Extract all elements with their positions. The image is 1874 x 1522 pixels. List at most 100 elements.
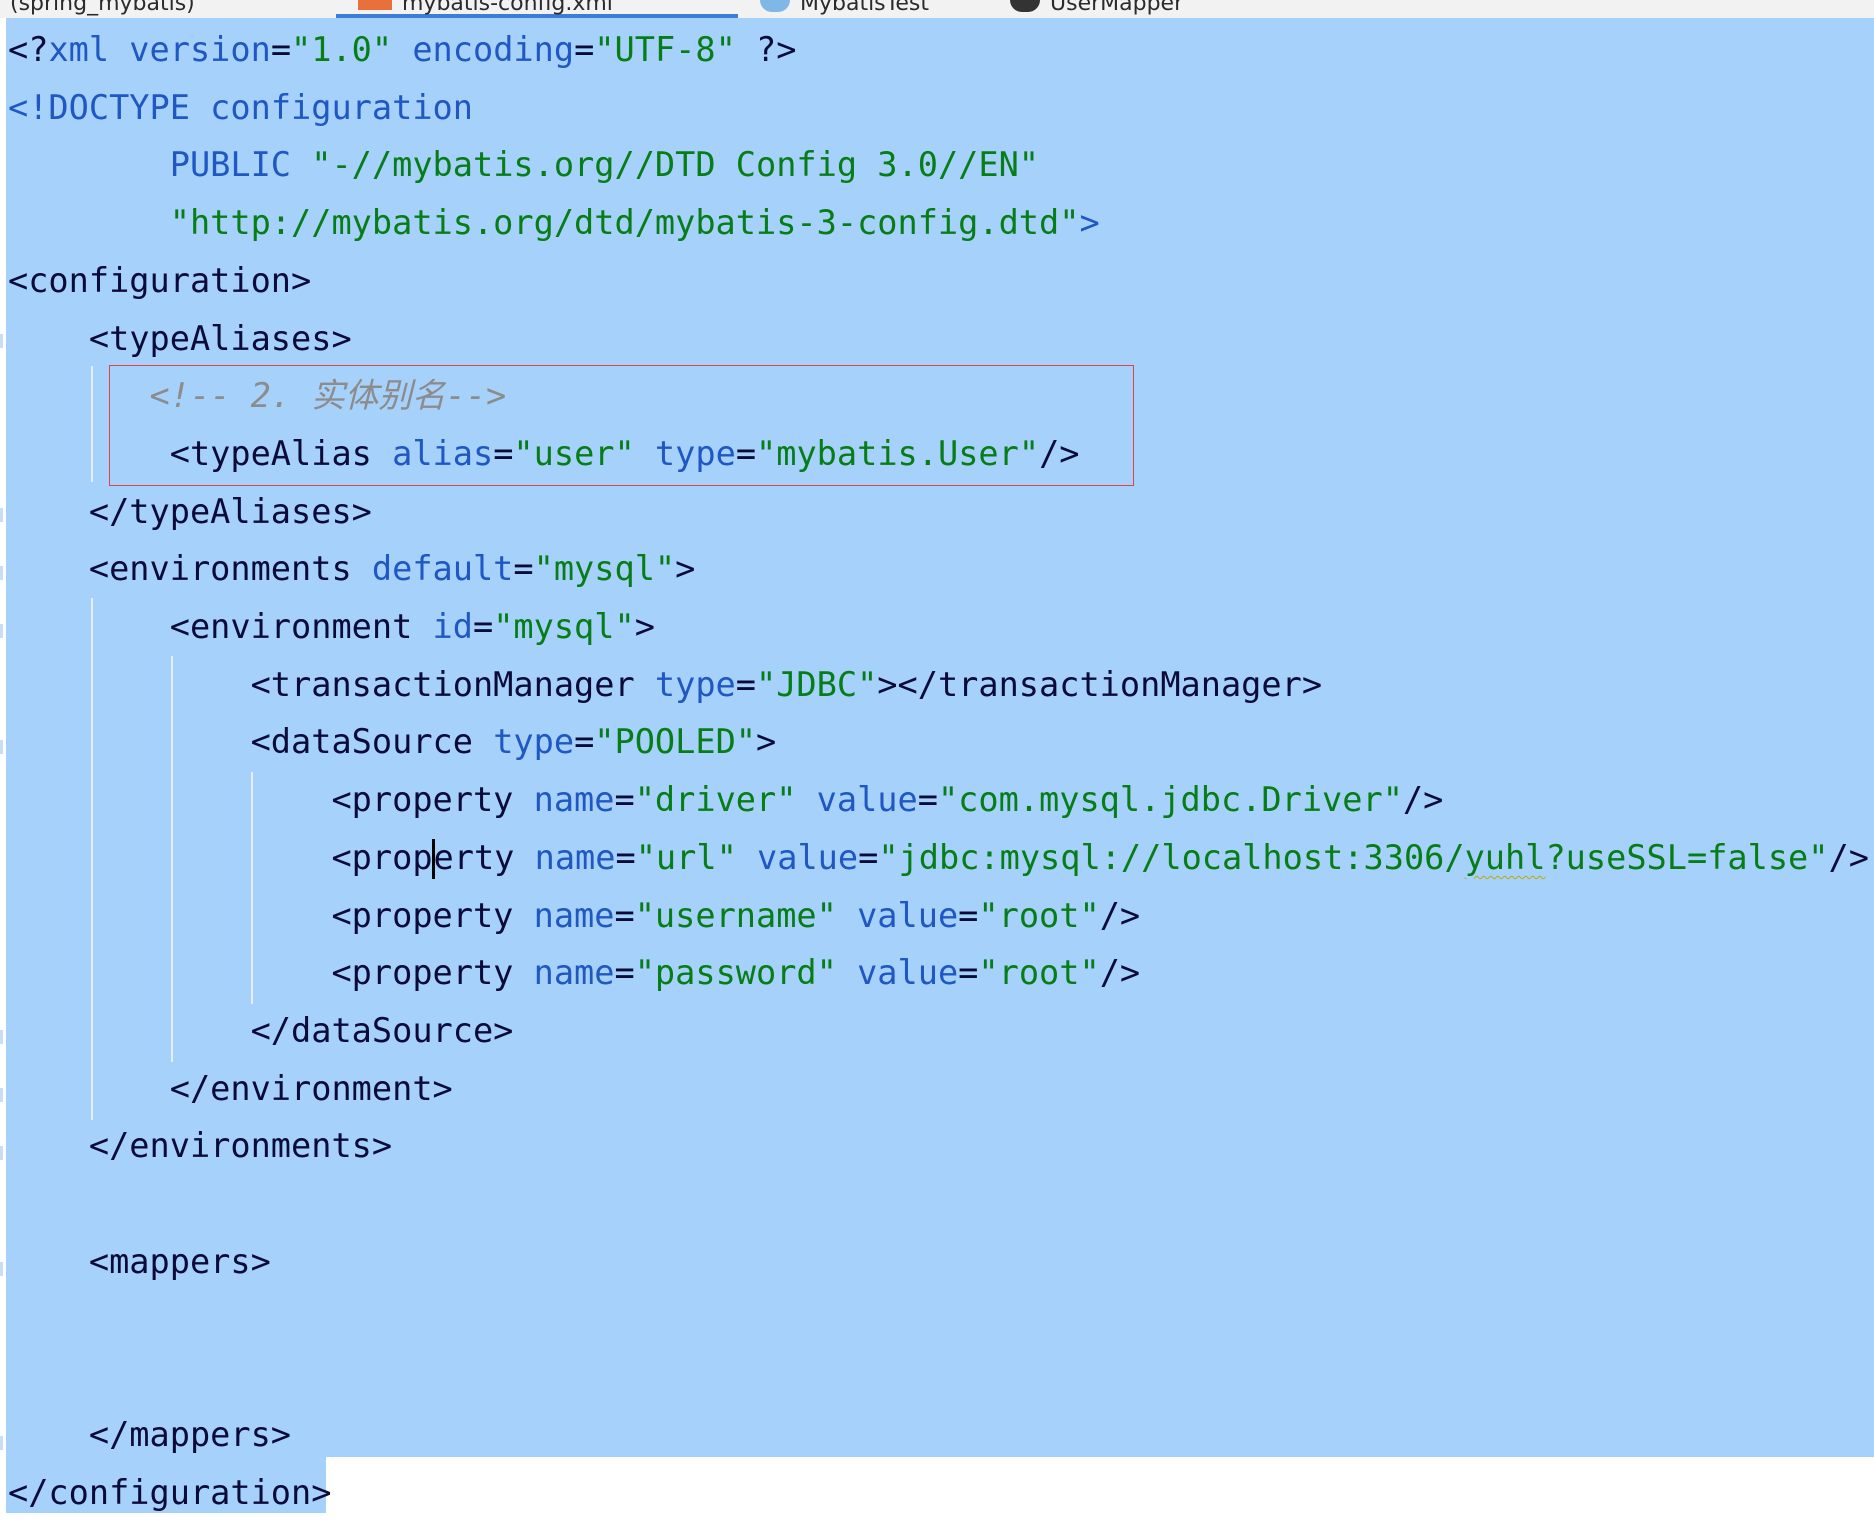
code-token: value xyxy=(836,953,959,993)
code-token: value xyxy=(736,837,859,877)
code-token: type xyxy=(493,722,575,762)
code-line[interactable]: </environment> xyxy=(8,1060,453,1118)
code-token: = xyxy=(958,895,979,935)
code-token: ?useSSL=false" xyxy=(1545,837,1829,877)
code-line[interactable]: <typeAliases> xyxy=(8,310,352,368)
code-token: </dataSource> xyxy=(8,1010,514,1050)
code-token: = xyxy=(270,30,292,69)
tab-user-mapper[interactable]: UserMapper xyxy=(1010,0,1183,18)
code-token: <property xyxy=(8,895,534,935)
code-token: <mappers> xyxy=(8,1241,271,1281)
code-line[interactable]: <property name="driver" value="com.mysql… xyxy=(8,771,1443,829)
interface-icon xyxy=(1010,0,1040,12)
code-token: PUBLIC xyxy=(8,145,312,185)
code-token: yuhl xyxy=(1464,837,1546,877)
fold-marker xyxy=(0,1088,3,1102)
code-line[interactable]: </environments> xyxy=(8,1117,392,1175)
code-line[interactable]: </mappers> xyxy=(8,1406,291,1464)
code-token: = xyxy=(917,780,938,820)
code-line[interactable]: <mappers> xyxy=(8,1233,271,1291)
code-token: = xyxy=(614,780,635,820)
code-token: id xyxy=(432,607,473,646)
code-token: = xyxy=(513,549,534,589)
code-token: </configuration> xyxy=(8,1472,332,1512)
code-line[interactable]: <environments default="mysql"> xyxy=(8,540,696,598)
fold-marker xyxy=(0,740,3,754)
code-token: "http://mybatis.org/dtd/mybatis-3-config… xyxy=(169,203,1080,243)
code-token: /> xyxy=(1099,895,1141,935)
code-token: "username" xyxy=(634,895,837,935)
code-token: encoding xyxy=(392,30,575,69)
code-token: "driver" xyxy=(634,780,797,820)
code-token: </mappers> xyxy=(8,1414,292,1454)
code-token: > xyxy=(1079,203,1100,243)
tab-label: UserMapper xyxy=(1050,0,1184,16)
code-line[interactable]: PUBLIC "-//mybatis.org//DTD Config 3.0//… xyxy=(8,136,1039,194)
code-token: = xyxy=(614,953,635,993)
code-token: alias xyxy=(392,433,494,473)
indent-guide xyxy=(251,772,253,1004)
indent-guide xyxy=(91,598,93,1120)
code-line[interactable]: "http://mybatis.org/dtd/mybatis-3-config… xyxy=(8,194,1100,252)
code-token: > xyxy=(634,607,655,646)
code-token: type xyxy=(634,433,736,473)
indent-guide xyxy=(171,656,173,1062)
code-line[interactable]: <environment id="mysql"> xyxy=(8,598,655,656)
code-token: <transactionManager xyxy=(8,664,655,704)
code-line[interactable]: <property name="url" value="jdbc:mysql:/… xyxy=(8,829,1869,887)
code-line[interactable]: <?xml version="1.0" encoding="UTF-8" ?> xyxy=(8,21,796,79)
code-token: = xyxy=(735,433,757,473)
code-line[interactable]: </configuration> xyxy=(8,1464,331,1522)
tab-mybatis-test[interactable]: MybatisTest xyxy=(760,0,929,18)
code-token: /> xyxy=(1828,837,1869,877)
code-line[interactable]: <typeAlias alias="user" type="mybatis.Us… xyxy=(8,425,1080,483)
code-token: <environments xyxy=(8,549,372,589)
code-line[interactable]: <!DOCTYPE configuration xyxy=(8,79,473,137)
code-token: "1.0" xyxy=(291,30,393,69)
xml-file-icon xyxy=(358,0,392,10)
code-token xyxy=(8,203,170,242)
selection-highlight-last-line xyxy=(6,1457,326,1513)
code-line[interactable]: <!-- 2. 实体别名--> xyxy=(8,367,507,425)
code-token: /> xyxy=(1402,780,1444,820)
code-token: "root" xyxy=(978,895,1100,935)
code-token: configuration xyxy=(210,87,473,127)
fold-marker xyxy=(0,624,3,638)
fold-marker xyxy=(0,508,3,522)
code-token: ></transactionManager> xyxy=(877,664,1323,704)
code-line[interactable]: <dataSource type="POOLED"> xyxy=(8,713,777,771)
code-editor[interactable]: <?xml version="1.0" encoding="UTF-8" ?><… xyxy=(0,18,1874,1519)
code-token: = xyxy=(472,607,494,646)
fold-marker xyxy=(0,1030,3,1044)
code-token: "JDBC" xyxy=(756,664,878,704)
code-token: <typeAliases> xyxy=(8,318,352,358)
code-token: <? xyxy=(8,30,49,69)
code-token: "UTF-8" xyxy=(594,30,736,69)
tab-label: MybatisTest xyxy=(800,0,929,16)
code-token: "mybatis.User" xyxy=(756,433,1040,473)
code-line[interactable]: </typeAliases> xyxy=(8,483,372,541)
code-token: "com.mysql.jdbc.Driver" xyxy=(937,780,1403,820)
code-line[interactable]: <configuration> xyxy=(8,252,311,310)
editor-tab-bar: (spring_mybatis) mybatis-config.xml Myba… xyxy=(0,0,1874,19)
code-token: <!DOCTYPE xyxy=(8,87,211,127)
code-token: "POOLED" xyxy=(594,722,757,762)
code-token: <!-- 2. 实体别名--> xyxy=(149,376,507,416)
code-token: /> xyxy=(1099,953,1141,993)
code-token: = xyxy=(493,433,514,473)
code-line[interactable]: </dataSource> xyxy=(8,1002,514,1060)
code-line[interactable]: <transactionManager type="JDBC"></transa… xyxy=(8,656,1322,714)
code-token: </environments> xyxy=(8,1126,393,1166)
code-line[interactable]: <property name="password" value="root"/> xyxy=(8,944,1140,1002)
selection-highlight xyxy=(6,18,1874,1457)
code-token: ?> xyxy=(735,30,797,69)
code-token: = xyxy=(958,953,979,993)
indent-guide xyxy=(91,366,93,482)
tab-spring-mybatis[interactable]: (spring_mybatis) xyxy=(10,0,195,18)
code-token: <configuration> xyxy=(8,260,312,300)
tab-mybatis-config[interactable]: mybatis-config.xml xyxy=(336,0,738,18)
code-token: = xyxy=(615,837,636,877)
code-token: <prop xyxy=(8,837,433,877)
code-line[interactable]: <property name="username" value="root"/> xyxy=(8,887,1140,945)
code-token: value xyxy=(796,780,918,820)
